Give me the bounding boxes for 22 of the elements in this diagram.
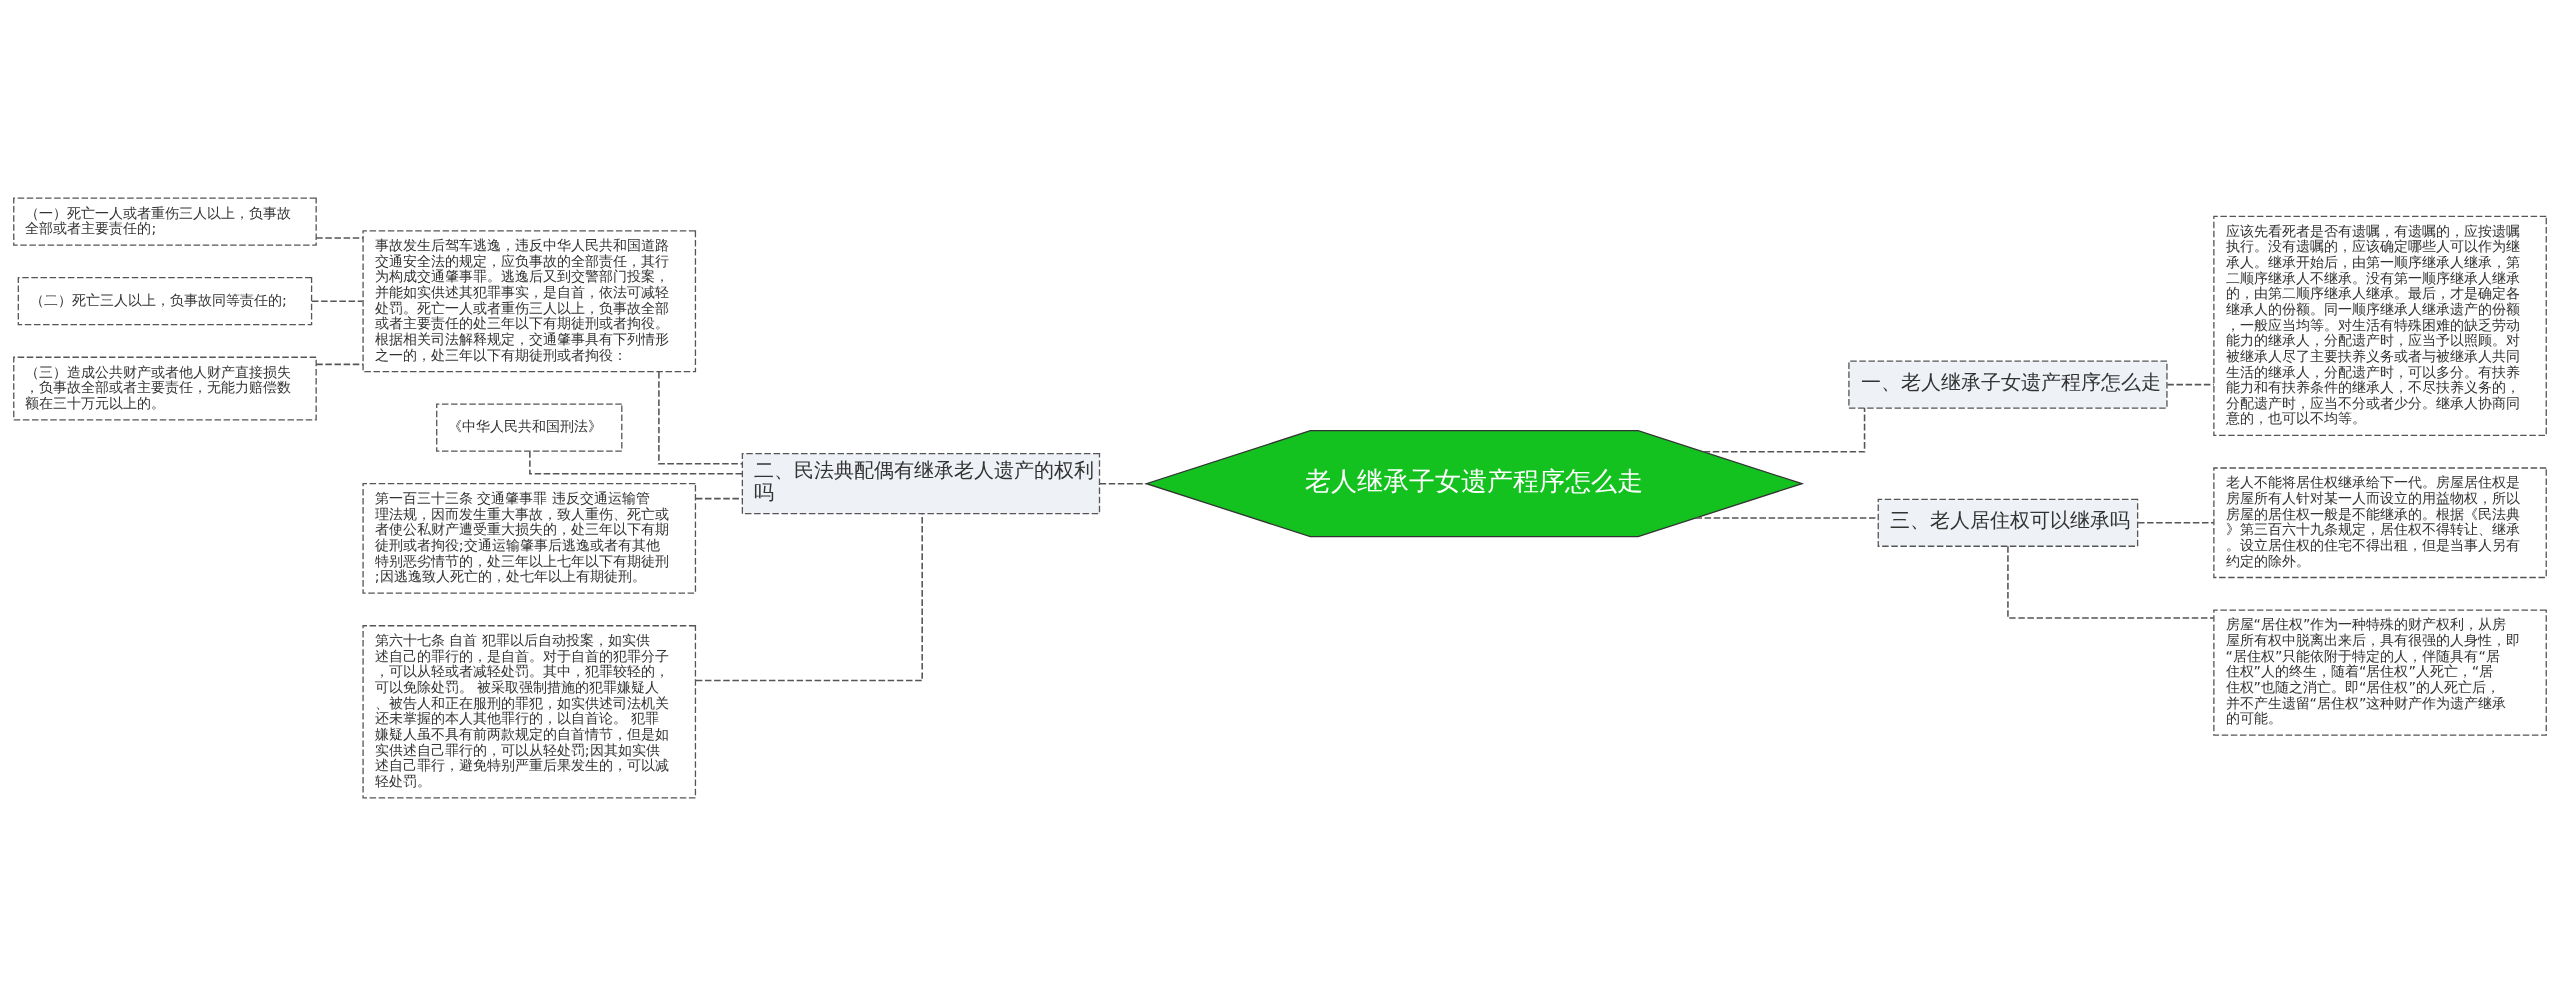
connector — [2137, 521, 2215, 524]
connector — [2007, 545, 2215, 619]
node-box: 应该先看死者是否有遗嘱，有遗嘱的，应按遗嘱执行。没有遗嘱的，应该确定哪些人可以作为继承人。继承开始后，由第一顺序继承人继承，第二顺序继承人不继承。没有第一顺序继承人继承的，由第二顺序继承人继承。最后，才是确定各继承人的份额。同一顺序继承人继承遗产的份额，一般应当均等。对生活有特殊困难的缺乏劳动能力的继承人，分配遗产时，应当予以照顾。对被继承人尽了主要扶养义务或者与被继承人共同生活的继承人，分配遗产时，可以多分。有扶养能力和有扶养条件的继承人，不尽扶养义务的，分配遗产时，应当不分或者少分。继承人协商同意的，也可以不均等。 — [2213, 215, 2547, 436]
node-box: 老人不能将居住权继承给下一代。房屋居住权是房屋所有人针对某一人而设立的用益物权，所以房屋的居住权一般是不能继承的。根据《民法典》第三百六十九条规定，居住权不得转让、继承。设立居住权的住宅不得出租，但是当事人另有约定的除外。 — [2213, 466, 2547, 578]
connector — [315, 363, 364, 365]
node-box: 事故发生后驾车逃逸，违反中华人民共和国道路交通安全法的规定，应负事故的全部责任，其行为构成交通肇事罪。逃逸后又到交警部门投案，并能如实供述其犯罪事实，是自首，依法可减轻处罚。死亡一人或者重伤三人以上，负事故全部或者主要责任的处三年以下有期徒刑或者拘役。根据相关司法解释规定，交通肇事具有下列情形之一的，处三年以下有期徒刑或者拘役： — [362, 229, 697, 372]
node-box: （二）死亡三人以上，负事故同等责任的; — [17, 276, 313, 325]
node-box: 第六十七条 自首 犯罪以后自动投案，如实供述自己的罪行的，是自首。对于自首的犯罪分子，可以从轻或者减轻处罚。其中，犯罪较轻的，可以免除处罚。 被采取强制措施的犯罪嫌疑人、被告人和正在服刑的罪犯，如实供述司法机关还未掌握的本人其他罪行的，以自首论。 犯罪嫌疑人虽不具有前两款规定的自首情节，但是如实供述自己罪行的，可以从轻处罚;因其如实供述自己罪行，避免特别严重后果发生的，可以减轻处罚。 — [362, 624, 697, 798]
node-box: 房屋“居住权”作为一种特殊的财产权利，从房屋所有权中脱离出来后，具有很强的人身性，即“居住权”只能依附于特定的人，伴随具有“居住权”人的终生，随着“居住权”人死亡，“居住权”也随之消亡。即“居住权”的人死亡后，并不产生遗留“居住权”这种财产作为遗产继承的可能。 — [2213, 608, 2547, 736]
connector — [1702, 406, 1866, 452]
connector — [311, 299, 364, 302]
connector — [2166, 383, 2215, 385]
connector — [1099, 482, 1148, 484]
node-box: 一、老人继承子女遗产程序怎么走 — [1848, 360, 2168, 409]
node-box: 第一百三十三条 交通肇事罪 违反交通运输管理法规，因而发生重大事故，致人重伤、死亡或者使公私财产遭受重大损失的，处三年以下有期徒刑或者拘役;交通运输肇事后逃逸或者有其他特别恶劣情节的，处三年以上七年以下有期徒刑;因逃逸致人死亡的，处七年以上有期徒刑。 — [362, 482, 697, 594]
connector — [658, 370, 743, 464]
node-box: 《中华人民共和国刑法》 — [436, 403, 623, 452]
node-box: 二、民法典配偶有继承老人遗产的权利吗 — [741, 452, 1101, 514]
node-box: （一）死亡一人或者重伤三人以上，负事故全部或者主要责任的; — [13, 197, 317, 246]
node-box: （三）造成公共财产或者他人财产直接损失，负事故全部或者主要责任，无能力赔偿数额在三十万元以上的。 — [13, 356, 317, 420]
node-box: 三、老人居住权可以继承吗 — [1877, 498, 2139, 547]
connector — [315, 236, 364, 239]
